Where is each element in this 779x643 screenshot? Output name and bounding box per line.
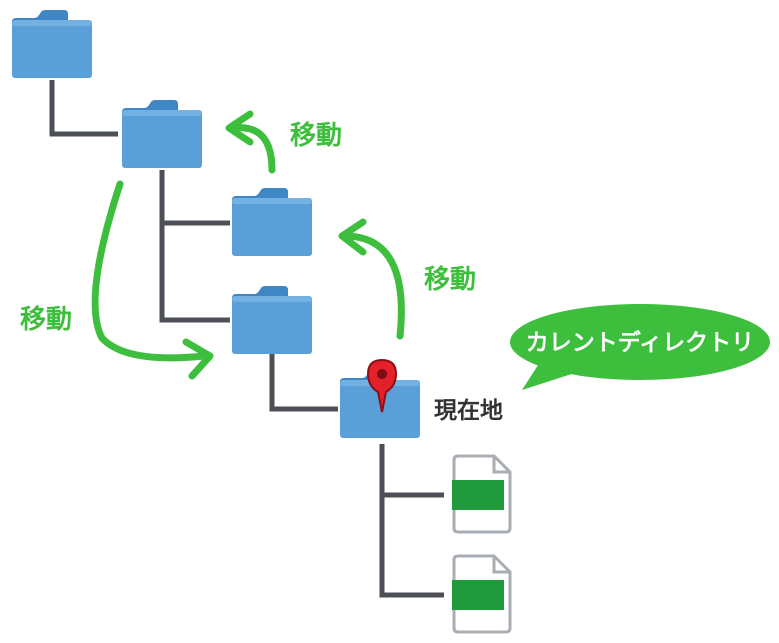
move-label-left: 移動 [20,305,72,335]
arrow-down-to-c-head [182,338,214,380]
arrow-up-to-b-head [338,218,367,256]
move-label-top: 移動 [290,121,342,151]
folder-icon [232,188,312,256]
arrow-up-to-a-head [225,110,254,146]
move-label-right: 移動 [424,265,476,295]
tree-line-root-to-a [49,80,118,137]
folder-icon [122,100,202,168]
move-arrows [91,110,405,380]
callout-text: カレントディレクトリ [526,329,754,356]
arrow-down-to-c [91,180,208,362]
arrow-up-to-b [343,232,405,340]
tree-line-d-to-files [379,444,444,598]
folder-icon [12,10,92,78]
current-directory-callout: カレントディレクトリ [510,304,770,390]
current-location-label: 現在地 [434,397,503,424]
folder-icon [232,286,312,354]
tree-line-c-to-d [269,352,338,412]
tree-line-a-to-b-c [159,170,230,323]
file-icon [450,554,512,634]
tree-lines [49,80,444,598]
file-icon [450,454,512,534]
arrow-up-to-a [230,124,276,174]
map-pin-icon [366,358,398,413]
